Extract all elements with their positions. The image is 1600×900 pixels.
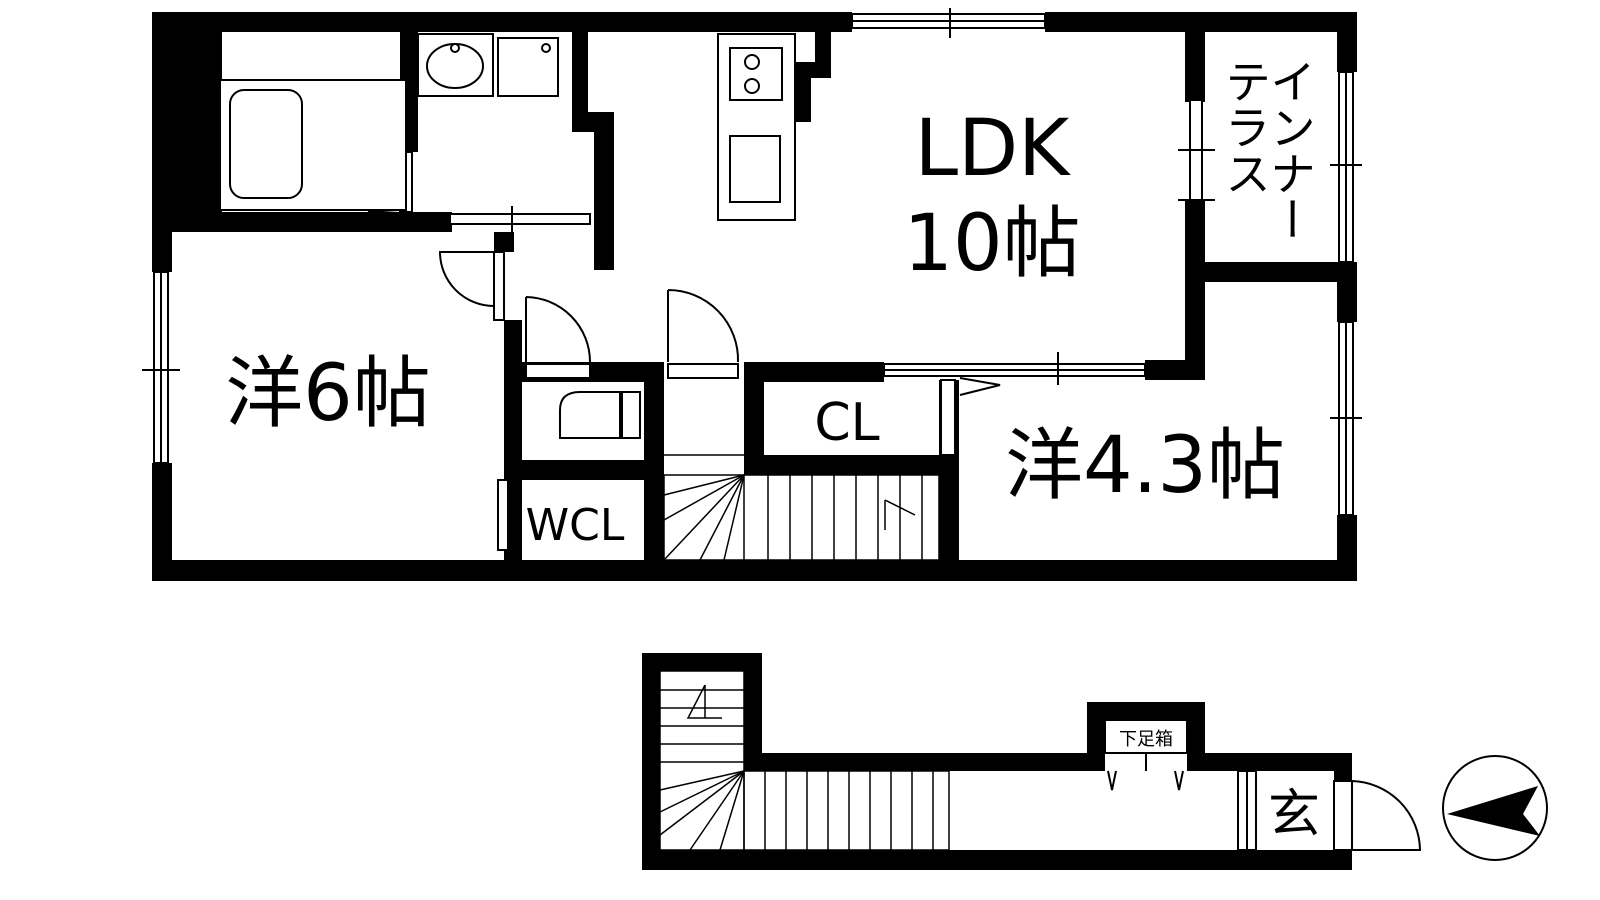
inner-terrace-label-2: テラス — [1218, 58, 1272, 196]
shoe-box-label: 下足箱 — [1119, 729, 1173, 750]
lower-walls — [642, 653, 1352, 870]
western-room-6-label: 洋6帖 — [225, 349, 431, 439]
shoe-box — [1104, 719, 1188, 791]
washing-machine-icon — [497, 37, 559, 97]
stairs-upper — [663, 454, 940, 561]
washbasin-icon — [417, 33, 494, 97]
interior-walls — [222, 32, 1357, 560]
sliding-doors — [399, 99, 1215, 385]
inner-terrace-label-1: インナー — [1263, 58, 1317, 242]
walk-in-closet-label: WCL — [526, 500, 625, 551]
entrance-door — [1333, 780, 1422, 851]
doors — [367, 204, 1001, 551]
ldk-size-label: 10帖 — [903, 199, 1080, 289]
entrance-step — [1237, 770, 1257, 851]
north-arrow-icon — [1442, 755, 1548, 861]
ldk-label: LDK — [915, 104, 1072, 194]
gas-stove-icon — [717, 33, 796, 221]
stairs-lower — [659, 670, 950, 851]
outer-walls — [152, 12, 1357, 581]
upper-floor: LDK 10帖 洋6帖 洋4.3帖 CL WCL インナー テラス — [142, 8, 1362, 581]
windows — [142, 8, 1362, 516]
toilet-icon — [559, 391, 641, 439]
bathtub-icon — [219, 79, 407, 211]
closet-label: CL — [814, 393, 879, 453]
western-room-4-3-label: 洋4.3帖 — [1005, 421, 1285, 511]
lower-floor: 下足箱 — [642, 653, 1422, 870]
kitchen-sink-icon — [729, 135, 781, 203]
entrance-label: 玄 — [1268, 785, 1320, 845]
